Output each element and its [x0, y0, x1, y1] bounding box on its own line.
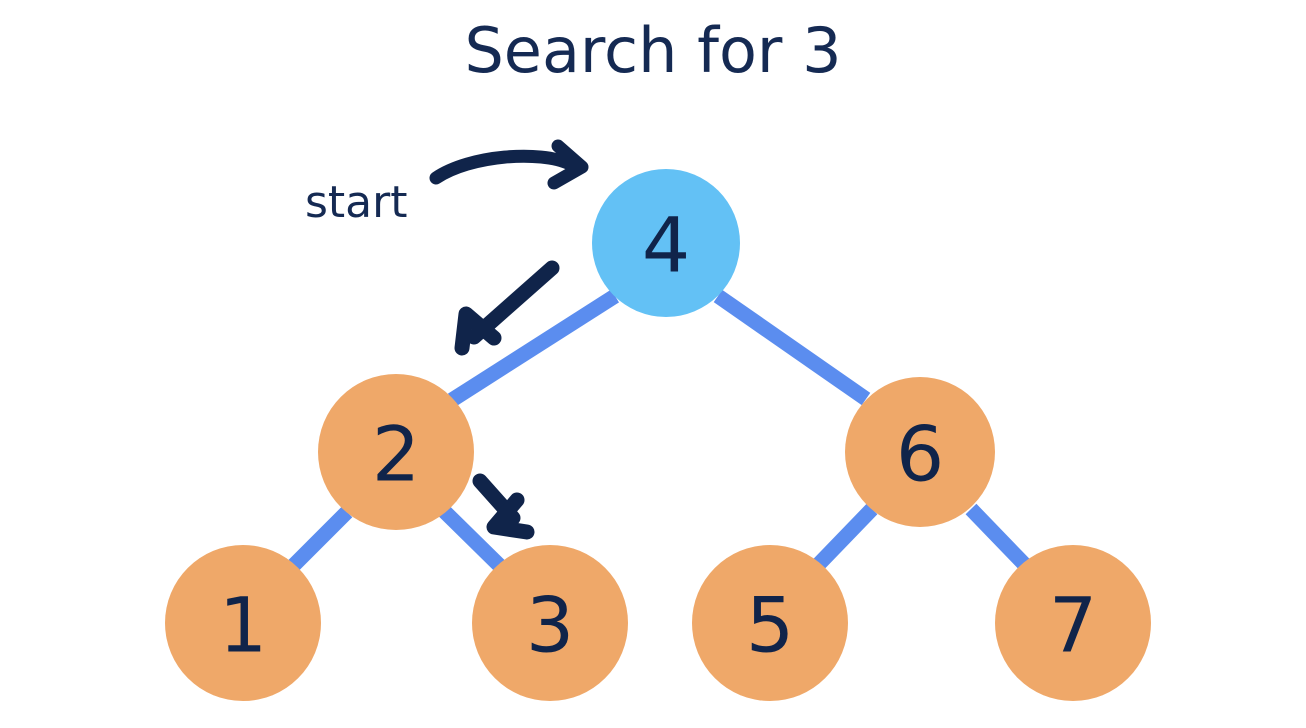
- tree-edge: [438, 505, 510, 576]
- tree-edge: [811, 503, 878, 572]
- node-label: 2: [372, 410, 420, 499]
- tree-node-3[interactable]: 3: [472, 545, 628, 701]
- go-left-arrow-icon: [454, 260, 560, 356]
- tree-node-4[interactable]: 4: [592, 169, 740, 317]
- node-label: 1: [219, 581, 267, 670]
- node-circle[interactable]: [165, 545, 321, 701]
- node-circle[interactable]: [318, 374, 474, 530]
- tree-node-6[interactable]: 6: [845, 377, 995, 527]
- start-label: start: [305, 177, 407, 228]
- page-title: Search for 3: [464, 14, 841, 87]
- node-label: 4: [642, 201, 690, 290]
- nodes-layer: 4 2 6 1 3 5 7: [165, 169, 1151, 701]
- node-label: 7: [1049, 581, 1097, 670]
- node-circle[interactable]: [995, 545, 1151, 701]
- node-label: 5: [746, 581, 794, 670]
- arrow-head: [486, 492, 535, 540]
- node-label: 6: [896, 410, 944, 499]
- edges-layer: [286, 289, 1032, 576]
- node-label: 3: [526, 581, 574, 670]
- tree-edge: [713, 289, 871, 406]
- tree-node-2[interactable]: 2: [318, 374, 474, 530]
- node-circle[interactable]: [472, 545, 628, 701]
- tree-edge: [447, 289, 620, 407]
- node-circle[interactable]: [592, 169, 740, 317]
- start-arrow-icon: [429, 139, 589, 190]
- arrow-shaft: [429, 149, 577, 185]
- tree-edge: [286, 506, 353, 573]
- tree-node-7[interactable]: 7: [995, 545, 1151, 701]
- tree-node-1[interactable]: 1: [165, 545, 321, 701]
- tree-node-5[interactable]: 5: [692, 545, 848, 701]
- node-circle[interactable]: [692, 545, 848, 701]
- node-circle[interactable]: [845, 377, 995, 527]
- go-right-arrow-icon: [472, 473, 535, 540]
- annotations-layer: start: [305, 139, 589, 540]
- arrow-head: [547, 139, 589, 190]
- arrow-head: [454, 306, 502, 356]
- tree-edge: [965, 503, 1032, 572]
